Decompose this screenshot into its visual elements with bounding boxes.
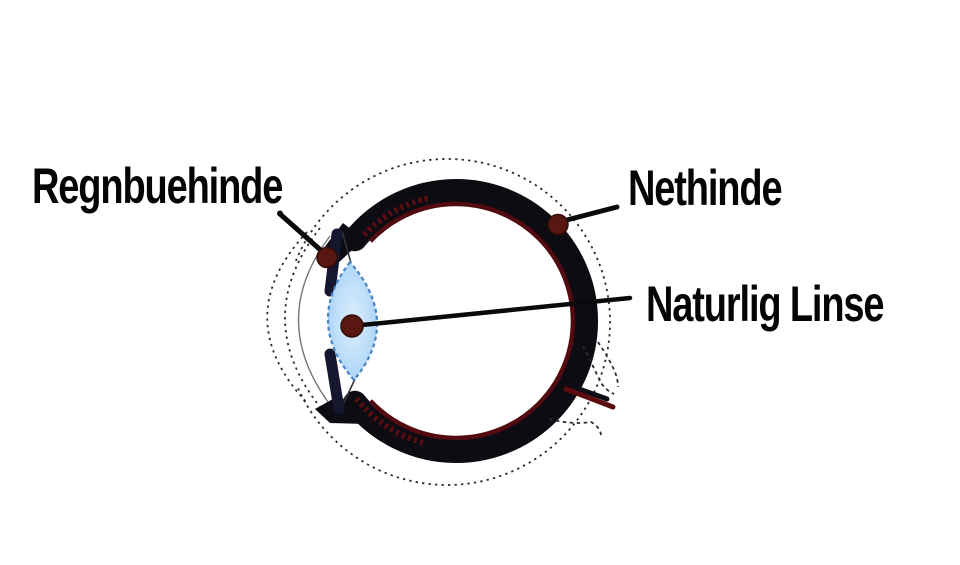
zonule-line-top [341,230,352,264]
iris-marker-dot [316,246,338,269]
optic-nerve [548,341,619,436]
sclera-ring [343,179,599,463]
iris-bar-bottom [324,348,345,415]
retina-leader-line [560,204,620,224]
ciliary-hatching-top [360,195,429,239]
leader-lines [277,204,633,329]
label-iris: Regnbuehinde [32,158,283,214]
iris-leader-line [277,211,328,257]
cornea-middle-arc [284,227,321,408]
label-retina: Nethinde [628,160,783,216]
marker-dots [316,213,569,338]
cornea-outer-arc [266,231,309,405]
retina-lining [368,201,576,441]
optic-nerve-sheath-lower [548,418,602,436]
lens-marker-dot [340,314,364,338]
optic-nerve-vessel [563,386,616,410]
retina-marker-dot [547,213,569,236]
eyeball-outline [266,158,611,486]
iris-leader-nub [277,210,283,217]
optic-nerve-stub [565,382,610,402]
ciliary-hatching-bottom [354,396,427,447]
ciliary-hatching [354,195,429,447]
lens-leader-line [349,295,633,329]
label-lens: Naturlig Linse [646,276,885,332]
